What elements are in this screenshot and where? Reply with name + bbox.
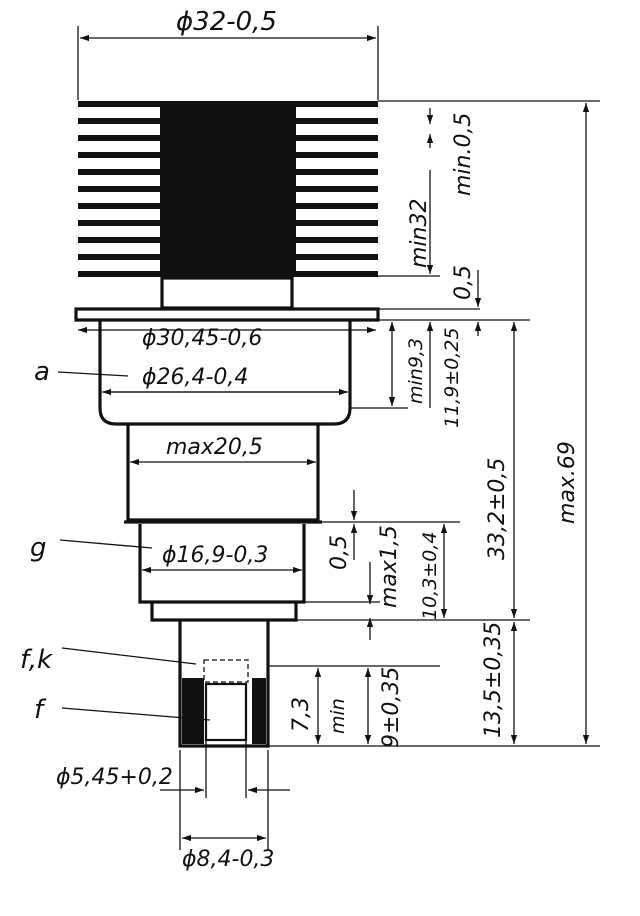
anode-body xyxy=(126,424,320,522)
dim-min-93: min9,3 xyxy=(405,338,427,404)
anode-cup xyxy=(98,320,352,426)
dim-h-135: 13,5±0,35 xyxy=(481,622,506,738)
dim-pin-outer-diameter: ϕ8,4-0,3 xyxy=(182,847,274,872)
dim-anode-diameter: ϕ26,4-0,4 xyxy=(142,365,248,390)
callout-grid: g xyxy=(30,533,47,563)
flange xyxy=(74,307,380,322)
dim-min-fin-gap: min.0,5 xyxy=(451,113,476,196)
dim-h-9: 9±0,35 xyxy=(379,667,404,748)
callout-anode: a xyxy=(34,357,50,387)
dim-overall-length: max.69 xyxy=(555,441,580,524)
dim-gap-upper: 0,5 xyxy=(451,265,476,300)
pin-right-wall xyxy=(252,678,266,744)
dim-max-15: max1,5 xyxy=(377,525,402,608)
dim-max-205: max20,5 xyxy=(166,435,263,460)
callout-filament: f xyxy=(34,695,47,725)
dim-h-73: 7,3 xyxy=(289,697,314,732)
dim-flange-diameter: ϕ30,45-0,6 xyxy=(142,326,262,351)
dim-min-fin-height: min32 xyxy=(407,199,432,268)
callout-filament-cathode: f,k xyxy=(20,645,53,675)
grid-base xyxy=(150,602,298,622)
pin-hidden-contour xyxy=(203,659,249,683)
leader-lines xyxy=(57,371,211,721)
dim-grid-diameter: ϕ16,9-0,3 xyxy=(162,543,268,568)
dim-h-119: 11,9±0,25 xyxy=(441,327,463,428)
radiator-core xyxy=(160,104,296,276)
radiator-neck xyxy=(160,276,294,310)
extension-lines xyxy=(77,26,600,850)
dim-gap-grid: 0,5 xyxy=(327,535,352,570)
dim-pin-inner-diameter: ϕ5,45+0,2 xyxy=(56,765,173,790)
pin-inner xyxy=(204,682,248,742)
dim-top-diameter: ϕ32-0,5 xyxy=(176,7,277,37)
pin-left-wall xyxy=(182,678,204,744)
grid-ring xyxy=(138,524,306,604)
dim-h-332: 33,2±0,5 xyxy=(485,458,510,560)
dimension-lines xyxy=(78,34,590,842)
dim-min-pin: min xyxy=(327,698,349,734)
pin-outer xyxy=(178,620,270,748)
dim-h-103: 10,3±0,4 xyxy=(419,532,441,620)
